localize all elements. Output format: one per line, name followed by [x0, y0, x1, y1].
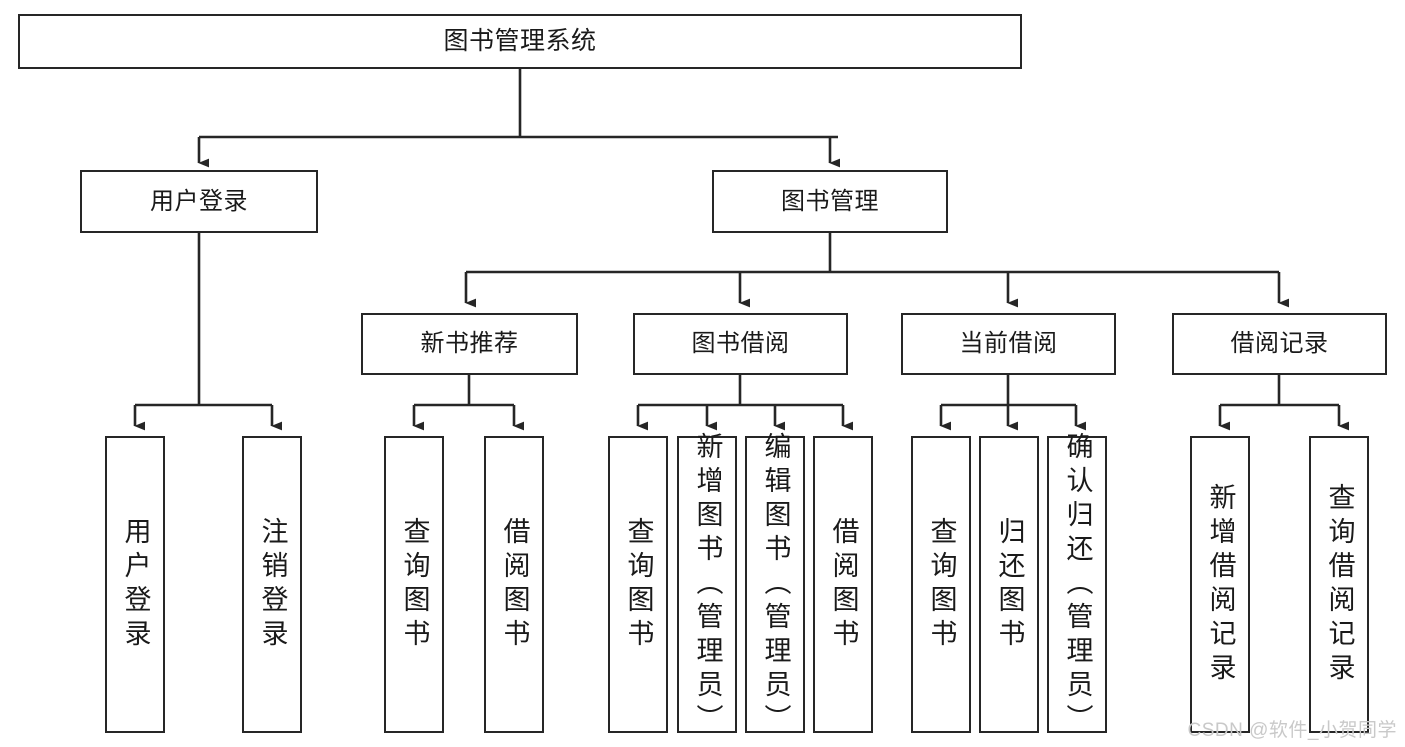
node-label: 新书推荐 [420, 330, 519, 358]
node-leaf-query-book-2[interactable]: 查询图书 [608, 436, 668, 733]
node-label: 借阅记录 [1230, 330, 1329, 358]
node-leaf-add-borrow-record[interactable]: 新增借阅记录 [1190, 436, 1250, 733]
node-leaf-add-book-admin[interactable]: 新增图书（管理员） [677, 432, 737, 738]
node-label: 借阅图书 [499, 516, 530, 653]
node-label: 查询借阅记录 [1324, 482, 1355, 687]
node-leaf-borrow-book-1[interactable]: 借阅图书 [484, 436, 544, 733]
node-label: 用户登录 [150, 187, 248, 215]
node-label: 归还图书 [994, 516, 1025, 653]
node-label: 借阅图书 [828, 516, 859, 653]
node-leaf-query-book-3[interactable]: 查询图书 [911, 436, 971, 733]
node-leaf-query-book-1[interactable]: 查询图书 [384, 436, 444, 733]
node-book-borrow[interactable]: 图书借阅 [633, 313, 848, 375]
node-leaf-user-login[interactable]: 用户登录 [105, 436, 165, 733]
node-label: 注销登录 [257, 516, 288, 653]
node-root[interactable]: 图书管理系统 [18, 14, 1022, 69]
node-label: 编辑图书（管理员） [760, 431, 791, 738]
node-book-manage[interactable]: 图书管理 [712, 170, 948, 233]
node-leaf-edit-book-admin[interactable]: 编辑图书（管理员） [745, 432, 805, 738]
node-current-borrow[interactable]: 当前借阅 [901, 313, 1116, 375]
node-label: 新增图书（管理员） [692, 431, 723, 738]
node-label: 查询图书 [926, 516, 957, 653]
node-leaf-return-book[interactable]: 归还图书 [979, 436, 1039, 733]
node-label: 图书管理系统 [443, 27, 597, 55]
node-user-login[interactable]: 用户登录 [80, 170, 318, 233]
node-leaf-query-borrow-record[interactable]: 查询借阅记录 [1309, 436, 1369, 733]
node-label: 图书借阅 [691, 330, 790, 358]
csdn-watermark: CSDN @软件_小贺同学 [1187, 720, 1397, 741]
node-leaf-logout[interactable]: 注销登录 [242, 436, 302, 733]
node-label: 查询图书 [623, 516, 654, 653]
node-borrow-record[interactable]: 借阅记录 [1172, 313, 1387, 375]
node-label: 查询图书 [399, 516, 430, 653]
node-leaf-confirm-return-admin[interactable]: 确认归还（管理员） [1047, 432, 1107, 738]
node-leaf-borrow-book-2[interactable]: 借阅图书 [813, 436, 873, 733]
node-label: 用户登录 [120, 516, 151, 653]
node-label: 确认归还（管理员） [1062, 431, 1093, 738]
node-label: 当前借阅 [959, 330, 1058, 358]
node-new-book-recommend[interactable]: 新书推荐 [361, 313, 578, 375]
node-label: 新增借阅记录 [1205, 482, 1236, 687]
node-label: 图书管理 [781, 187, 879, 215]
